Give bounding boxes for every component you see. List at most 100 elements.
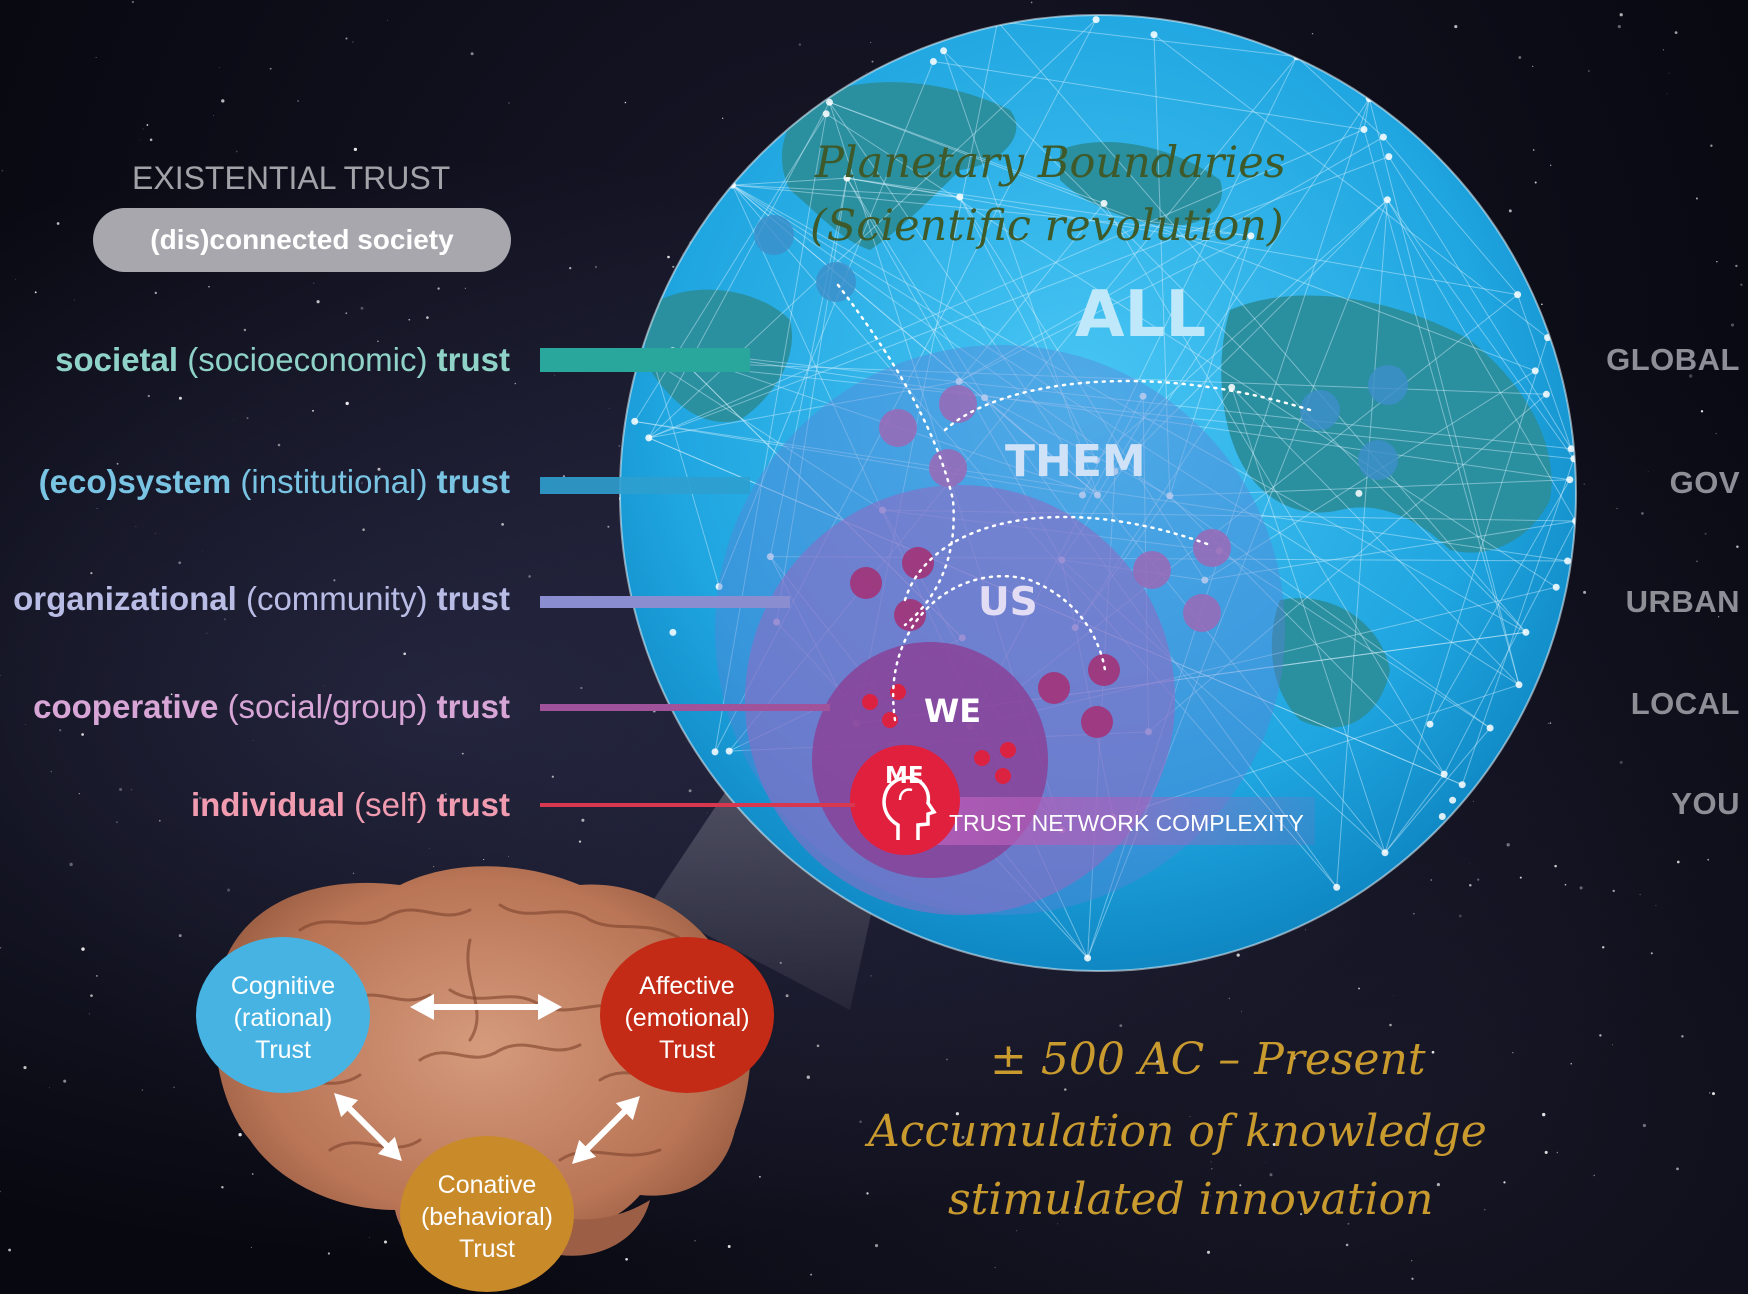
network-line [829, 101, 1536, 372]
star [1506, 843, 1510, 847]
cognitive-bubble [196, 937, 370, 1093]
star [1512, 1052, 1514, 1054]
network-line [1517, 294, 1572, 449]
star [213, 115, 214, 116]
star [178, 396, 182, 400]
network-line [1363, 129, 1520, 685]
star [1740, 283, 1743, 286]
network-node [1486, 724, 1494, 732]
star [312, 409, 314, 412]
star [387, 20, 388, 21]
head-icon [882, 775, 937, 840]
star [1666, 93, 1668, 95]
star [461, 752, 464, 755]
level-name: cooperative [33, 688, 219, 725]
star [445, 793, 447, 795]
star [352, 872, 355, 874]
network-line [1169, 235, 1252, 496]
sphere-label-we: WE [924, 692, 982, 730]
connector-societal [540, 348, 750, 372]
network-node [994, 18, 1002, 25]
scale-label-gov: GOV [1669, 465, 1740, 500]
network-line [846, 177, 960, 198]
person-dot [995, 768, 1011, 784]
star [426, 316, 429, 319]
network-line [732, 184, 1520, 686]
network-line [1384, 727, 1491, 854]
star [1731, 323, 1734, 327]
network-line [1383, 136, 1518, 295]
conative-bubble [400, 1136, 574, 1292]
network-node [1379, 133, 1387, 141]
network-line [943, 50, 1098, 496]
person-dot [1368, 365, 1408, 405]
network-line [984, 397, 1171, 497]
star [345, 401, 349, 406]
network-line [718, 61, 934, 587]
star [408, 318, 411, 321]
globe-heading-line2: (Scientific revolution) [810, 201, 1284, 251]
star [1674, 31, 1678, 34]
network-line [1097, 235, 1252, 496]
network-node [1381, 849, 1389, 857]
star [501, 523, 504, 526]
network-line [1153, 34, 1548, 338]
star [0, 946, 2, 949]
star [694, 1239, 696, 1242]
star [251, 1173, 254, 1175]
network-node [1100, 199, 1108, 207]
network-line [732, 184, 1251, 237]
affective-bubble [600, 937, 774, 1093]
network-line [943, 50, 1527, 633]
network-node [843, 174, 851, 182]
person-dot [1081, 706, 1113, 738]
star [1534, 181, 1537, 184]
star [994, 1267, 996, 1269]
star [562, 475, 566, 478]
affective-trust-label: Affective (emotional) Trust [624, 972, 750, 1064]
star [0, 674, 1, 676]
star [1119, 1024, 1123, 1027]
star [1617, 25, 1621, 29]
network-line [1363, 98, 1370, 130]
scale-label-you: YOU [1671, 786, 1740, 821]
star [1411, 1277, 1414, 1280]
star [1388, 1135, 1390, 1137]
star [360, 306, 364, 310]
network-node [1426, 720, 1434, 728]
star [1676, 860, 1680, 864]
star [437, 287, 440, 290]
star [198, 796, 202, 800]
person-dot [1193, 529, 1231, 567]
relation-arrows [334, 994, 640, 1164]
network-line [732, 184, 1527, 633]
network-line [1096, 199, 1388, 461]
network-node [1566, 476, 1574, 484]
star [333, 579, 336, 582]
era-line2: Accumulation of knowledge [868, 1106, 1487, 1157]
network-line [648, 102, 830, 439]
star [69, 862, 73, 867]
network-node [1094, 491, 1101, 499]
network-line [1388, 156, 1572, 450]
person-dot [816, 262, 856, 302]
network-node [1542, 390, 1550, 398]
star [1599, 1034, 1602, 1037]
star [1265, 1161, 1266, 1163]
star [1300, 1213, 1303, 1216]
star [1472, 800, 1474, 802]
network-line [732, 177, 848, 186]
level-suffix: trust [436, 580, 510, 617]
network-node [1166, 492, 1174, 500]
star [1064, 1088, 1067, 1091]
star [23, 1066, 27, 1070]
person-dot [1183, 594, 1221, 632]
network-line [714, 113, 827, 752]
network-line [829, 101, 1105, 204]
star [1057, 1223, 1059, 1225]
star [243, 328, 247, 332]
star [96, 975, 98, 977]
star [131, 0, 135, 4]
network-line [825, 113, 1557, 588]
star [551, 775, 554, 778]
